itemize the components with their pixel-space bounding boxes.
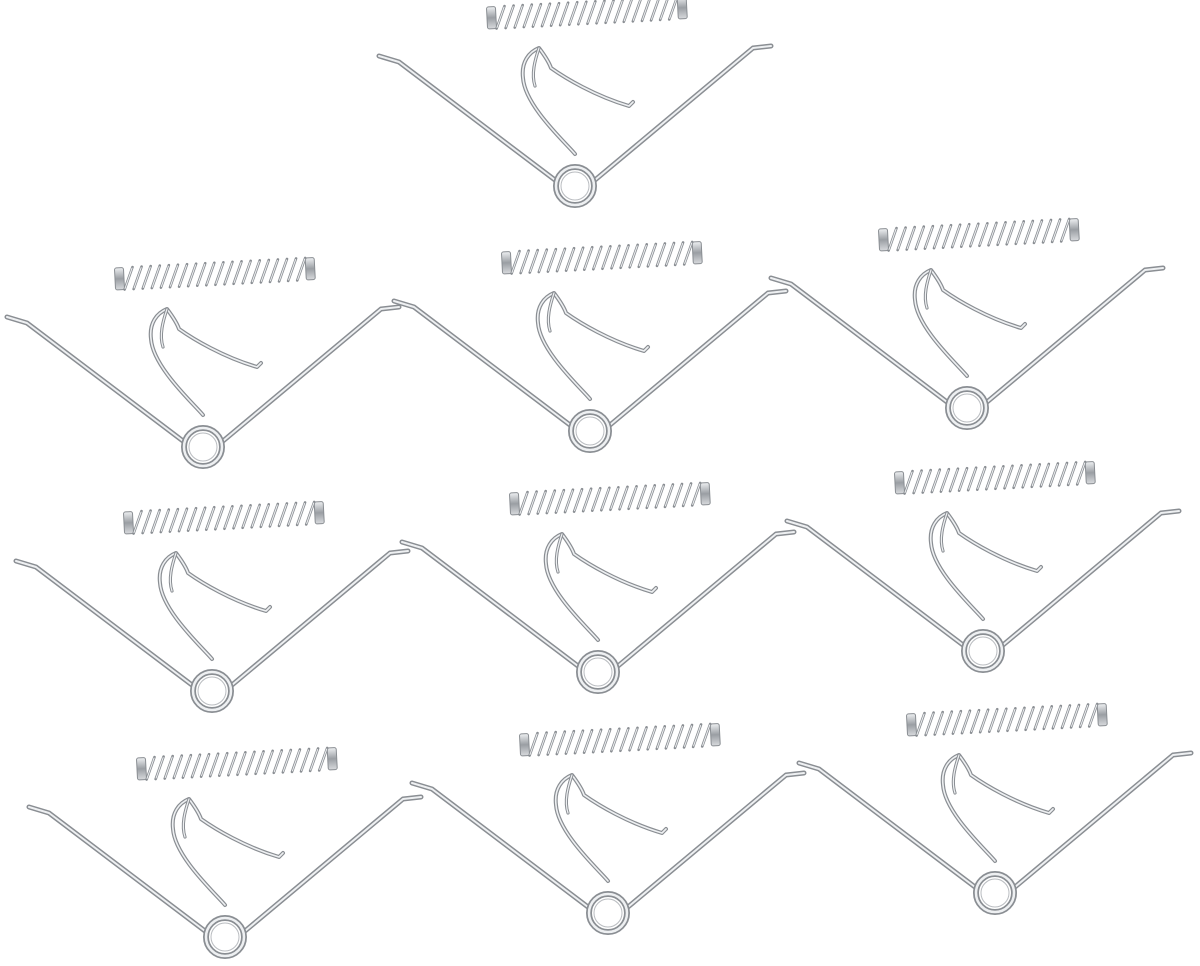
torsion-spring — [4, 304, 402, 469]
wire-clip — [543, 532, 658, 642]
compression-spring — [501, 240, 703, 275]
wire-clip — [535, 291, 650, 401]
spring-kit — [409, 722, 807, 935]
spring-kit — [768, 217, 1166, 430]
torsion-spring — [399, 529, 797, 694]
wire-clip — [912, 268, 1027, 378]
compression-spring — [519, 722, 721, 757]
spring-kit — [26, 746, 424, 959]
torsion-spring — [13, 548, 411, 713]
wire-clip — [520, 46, 635, 156]
spring-kit — [784, 460, 1182, 673]
torsion-spring — [796, 750, 1194, 915]
torsion-spring — [768, 265, 1166, 430]
torsion-spring — [784, 508, 1182, 673]
compression-spring — [878, 217, 1080, 252]
wire-clip — [928, 511, 1043, 621]
wire-clip — [170, 797, 285, 907]
wire-clip — [148, 307, 263, 417]
wire-clip — [553, 773, 668, 883]
torsion-spring — [376, 43, 774, 208]
compression-spring — [114, 256, 316, 291]
compression-spring — [486, 0, 688, 30]
kits-layer — [4, 0, 1194, 959]
spring-kit — [399, 481, 797, 694]
spring-kit — [4, 256, 402, 469]
wire-clip — [157, 551, 272, 661]
spring-kit — [13, 500, 411, 713]
torsion-spring — [409, 770, 807, 935]
spring-kit — [376, 0, 774, 208]
wire-clip — [940, 753, 1055, 863]
compression-spring — [123, 500, 325, 535]
spring-kit — [391, 240, 789, 453]
compression-spring — [894, 460, 1096, 495]
compression-spring — [509, 481, 711, 516]
torsion-spring — [26, 794, 424, 959]
spring-kit — [796, 702, 1194, 915]
compression-spring — [136, 746, 338, 781]
torsion-spring — [391, 288, 789, 453]
compression-spring — [906, 702, 1108, 737]
